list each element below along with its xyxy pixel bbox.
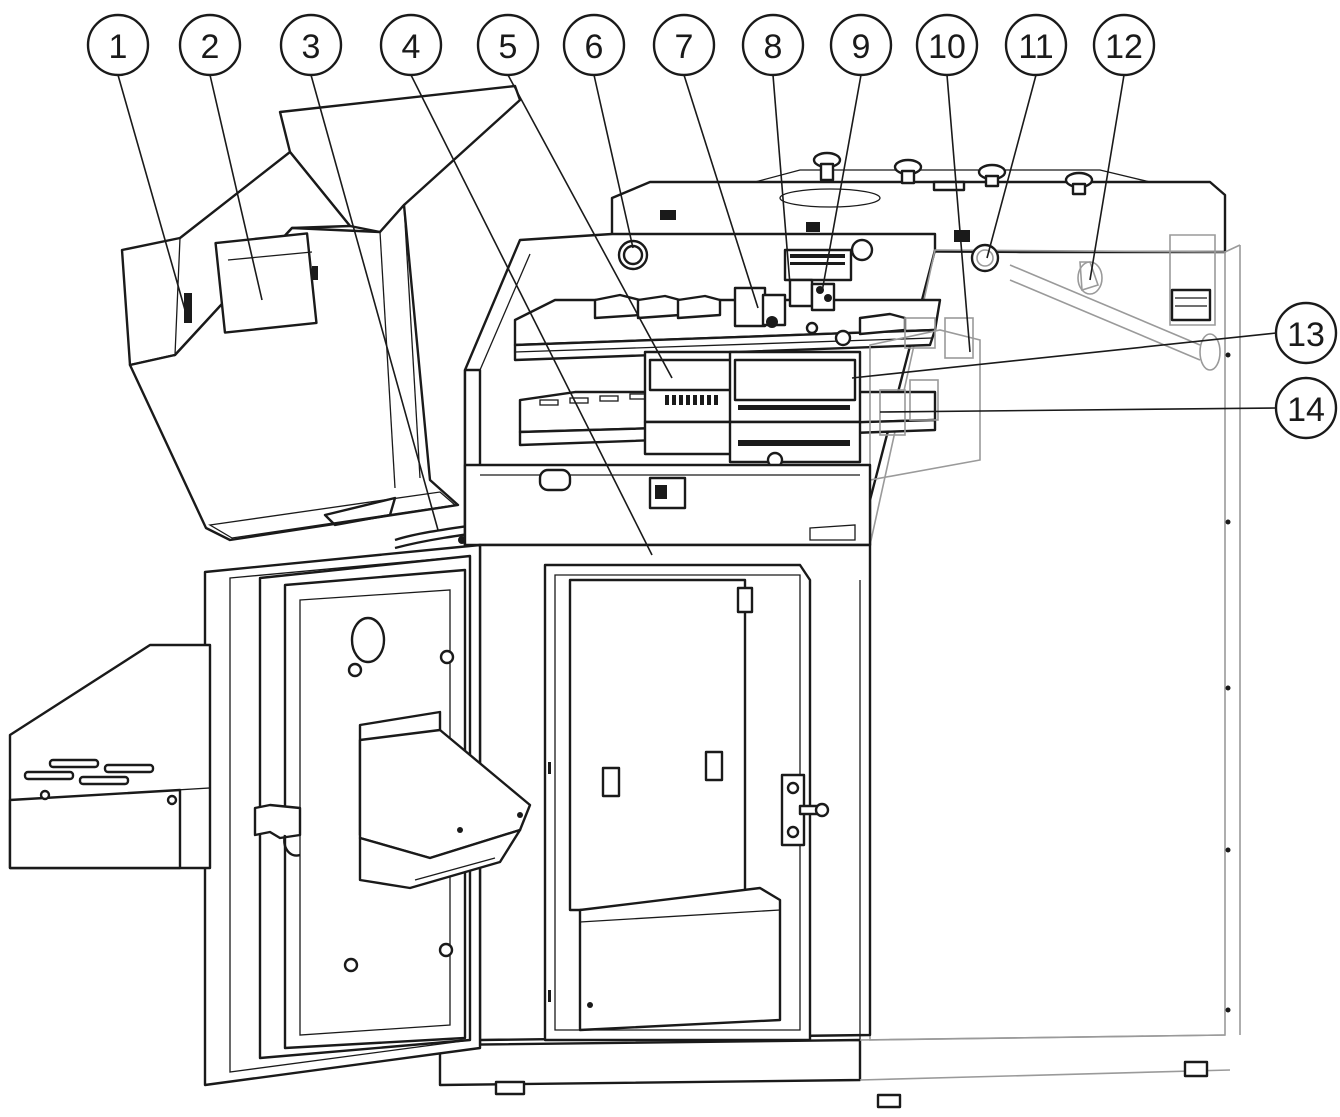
top-knob-4 <box>1064 171 1094 196</box>
callout-14: 14 <box>1274 376 1338 440</box>
callout-label-5: 5 <box>499 28 518 66</box>
boiler-housing <box>438 151 1241 1109</box>
callout-label-9: 9 <box>852 28 871 66</box>
callout-6: 6 <box>562 13 626 77</box>
callout-leader-5 <box>507 74 673 379</box>
door-bolts <box>343 649 455 973</box>
callout-leader-13 <box>851 332 1277 379</box>
callout-label-10: 10 <box>928 28 966 66</box>
callout-leader-9 <box>821 74 862 293</box>
callout-leader-2 <box>209 74 263 301</box>
hopper-vents <box>23 758 155 786</box>
callout-12: 12 <box>1092 13 1156 77</box>
callout-8: 8 <box>741 13 805 77</box>
din-rail-slots <box>539 393 649 406</box>
callout-leader-4 <box>410 74 653 556</box>
callout-leader-12 <box>1089 74 1125 281</box>
side-hopper <box>8 643 212 870</box>
callout-label-14: 14 <box>1287 391 1325 429</box>
callout-13: 13 <box>1274 301 1338 365</box>
top-knob-3 <box>977 163 1007 188</box>
callout-leader-10 <box>946 74 971 353</box>
callout-leader-6 <box>593 74 634 249</box>
control-panel <box>513 238 1000 481</box>
callout-label-13: 13 <box>1287 316 1325 354</box>
top-knob-2 <box>893 158 923 185</box>
callout-leader-lines <box>117 74 1277 556</box>
callout-4: 4 <box>379 13 443 77</box>
callout-1: 1 <box>86 13 150 77</box>
callout-5: 5 <box>476 13 540 77</box>
top-knob-1 <box>812 151 842 182</box>
housing-screws <box>1225 352 1231 1013</box>
callout-3: 3 <box>279 13 343 77</box>
callout-label-2: 2 <box>201 28 220 66</box>
callout-7: 7 <box>652 13 716 77</box>
callout-2: 2 <box>178 13 242 77</box>
callout-leader-1 <box>117 74 186 311</box>
callout-label-11: 11 <box>1018 28 1053 66</box>
callout-label-7: 7 <box>675 28 694 66</box>
callout-label-1: 1 <box>109 28 128 66</box>
callout-leader-3 <box>310 74 439 531</box>
callout-label-3: 3 <box>302 28 321 66</box>
callout-label-6: 6 <box>585 28 604 66</box>
callout-label-12: 12 <box>1105 28 1143 66</box>
callout-leader-14 <box>879 407 1277 413</box>
callout-leader-7 <box>683 74 759 309</box>
callout-label-8: 8 <box>764 28 783 66</box>
callout-label-4: 4 <box>402 28 421 66</box>
callout-11: 11 <box>1004 13 1068 77</box>
module-a-pins <box>665 395 718 405</box>
callout-9: 9 <box>829 13 893 77</box>
callout-10: 10 <box>915 13 979 77</box>
callout-leader-11 <box>986 74 1037 259</box>
open-top-cover <box>120 84 522 542</box>
open-front-door <box>203 543 532 1087</box>
callout-leader-8 <box>772 74 791 286</box>
